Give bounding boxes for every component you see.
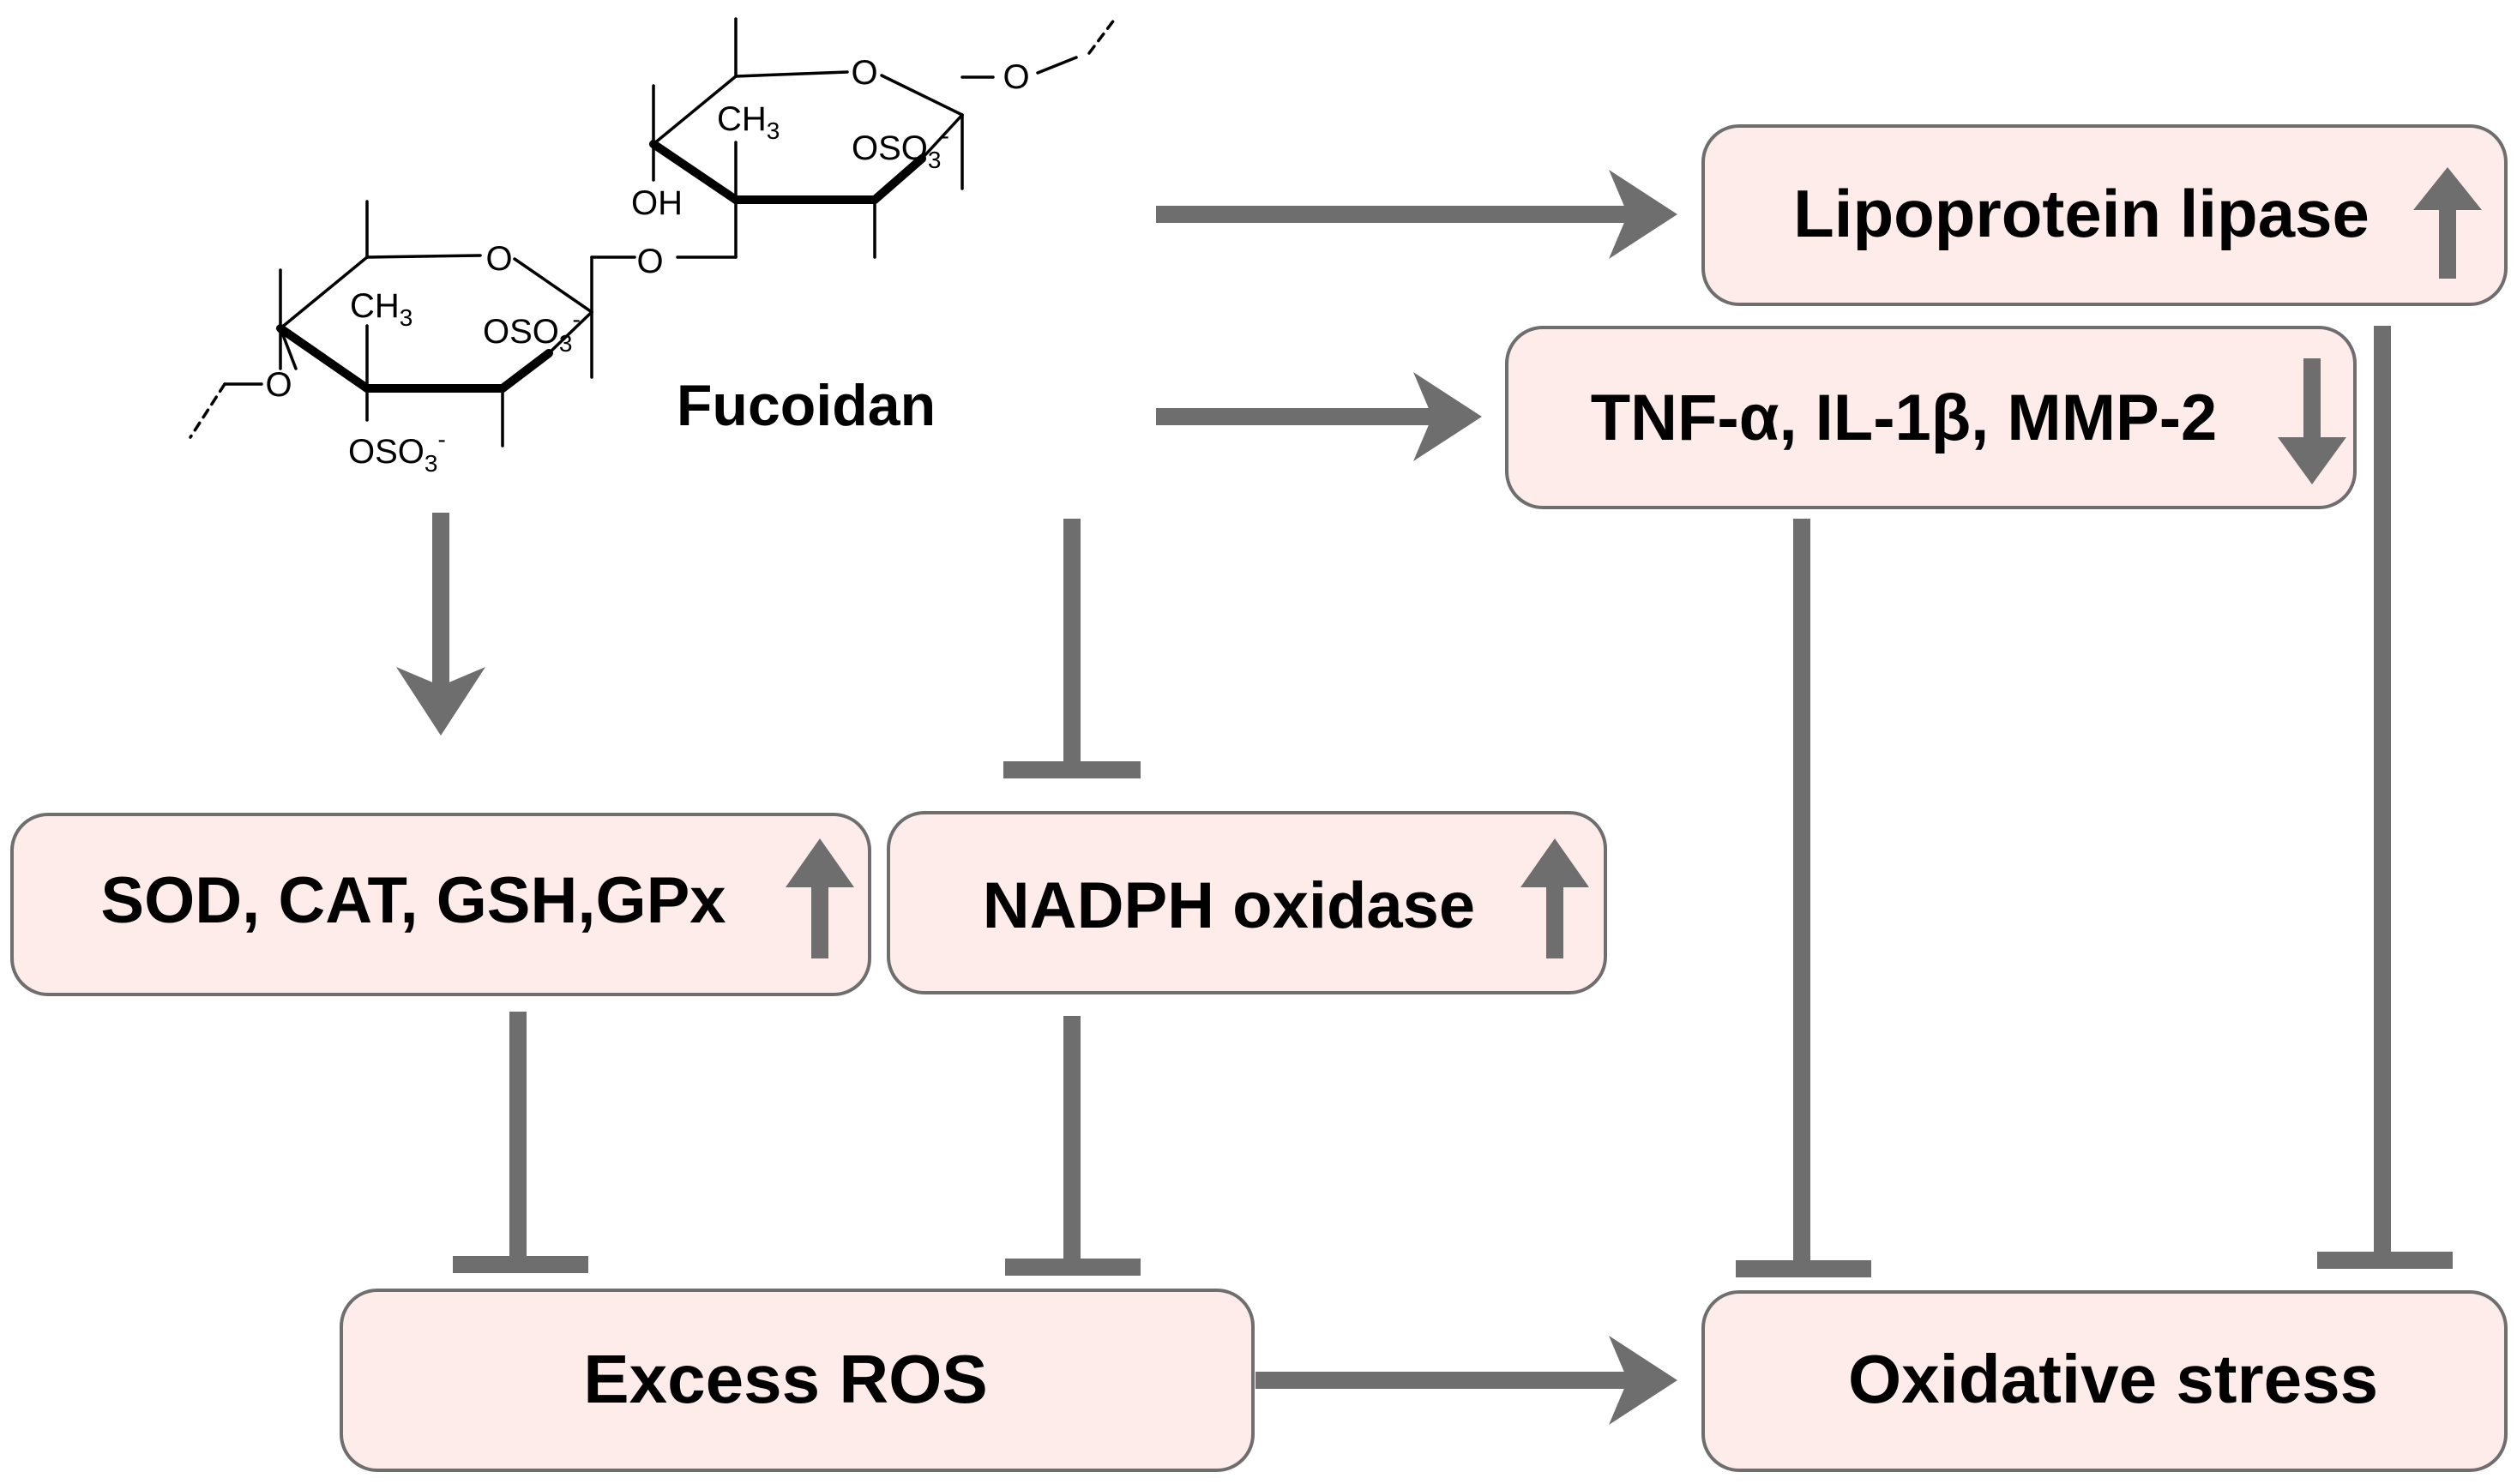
edge-lipoprotein-inhibits-stress — [2317, 326, 2453, 1269]
lipoprotein-lipase-label: Lipoprotein lipase — [1793, 176, 2369, 251]
box-oxidative-stress: Oxidative stress — [1701, 1290, 2508, 1472]
upper-sulfate: OSO3- — [852, 123, 949, 173]
edge-nadph-inhibits-ros — [1005, 1016, 1141, 1276]
up-arrow-icon — [786, 838, 854, 958]
box-cytokines: TNF-α, IL-1β, MMP-2 — [1505, 326, 2357, 509]
upper-hydroxyl: OH — [631, 184, 683, 222]
lower-sulfate-bottom: OSO3- — [348, 426, 446, 477]
fucoidan-label: Fucoidan — [677, 373, 936, 438]
box-nadph-oxidase: NADPH oxidase — [887, 811, 1607, 994]
antioxidants-label: SOD, CAT, GSH,GPx — [100, 864, 726, 937]
fucoidan-structure — [189, 17, 1117, 448]
lower-methyl: CH3 — [350, 287, 412, 331]
edge-antioxidants-inhibit-ros — [453, 1012, 588, 1273]
upper-ring — [649, 17, 1117, 259]
lower-ring-oxygen: O — [485, 240, 512, 278]
excess-ros-label: Excess ROS — [583, 1341, 987, 1417]
up-arrow-icon — [1520, 838, 1589, 958]
fucoidan-atom-labels: O O CH3 OH OSO3- O O O CH3 OSO3- OSO3- — [265, 54, 1029, 477]
up-arrow-icon — [2413, 167, 2482, 279]
box-antioxidants: SOD, CAT, GSH,GPx — [10, 813, 871, 996]
box-lipoprotein-lipase: Lipoprotein lipase — [1701, 124, 2508, 306]
edge-cytokines-inhibit-stress — [1736, 519, 1871, 1277]
edges — [396, 170, 2453, 1425]
lower-sulfate-top: OSO3- — [483, 306, 581, 357]
lower-link-oxygen-left: O — [265, 366, 292, 404]
box-excess-ros: Excess ROS — [340, 1289, 1255, 1472]
cytokines-label: TNF-α, IL-1β, MMP-2 — [1591, 382, 2218, 454]
down-arrow-icon — [2278, 358, 2346, 484]
upper-ring-oxygen: O — [851, 54, 877, 92]
nadph-oxidase-label: NADPH oxidase — [983, 869, 1475, 942]
lower-ring — [189, 200, 636, 448]
edge-fucoidan-inhibits-nadph — [1003, 519, 1141, 778]
upper-methyl: CH3 — [717, 100, 780, 144]
lower-link-oxygen-mid: O — [636, 243, 663, 280]
upper-link-oxygen: O — [1003, 58, 1029, 96]
oxidative-stress-label: Oxidative stress — [1848, 1341, 2378, 1417]
